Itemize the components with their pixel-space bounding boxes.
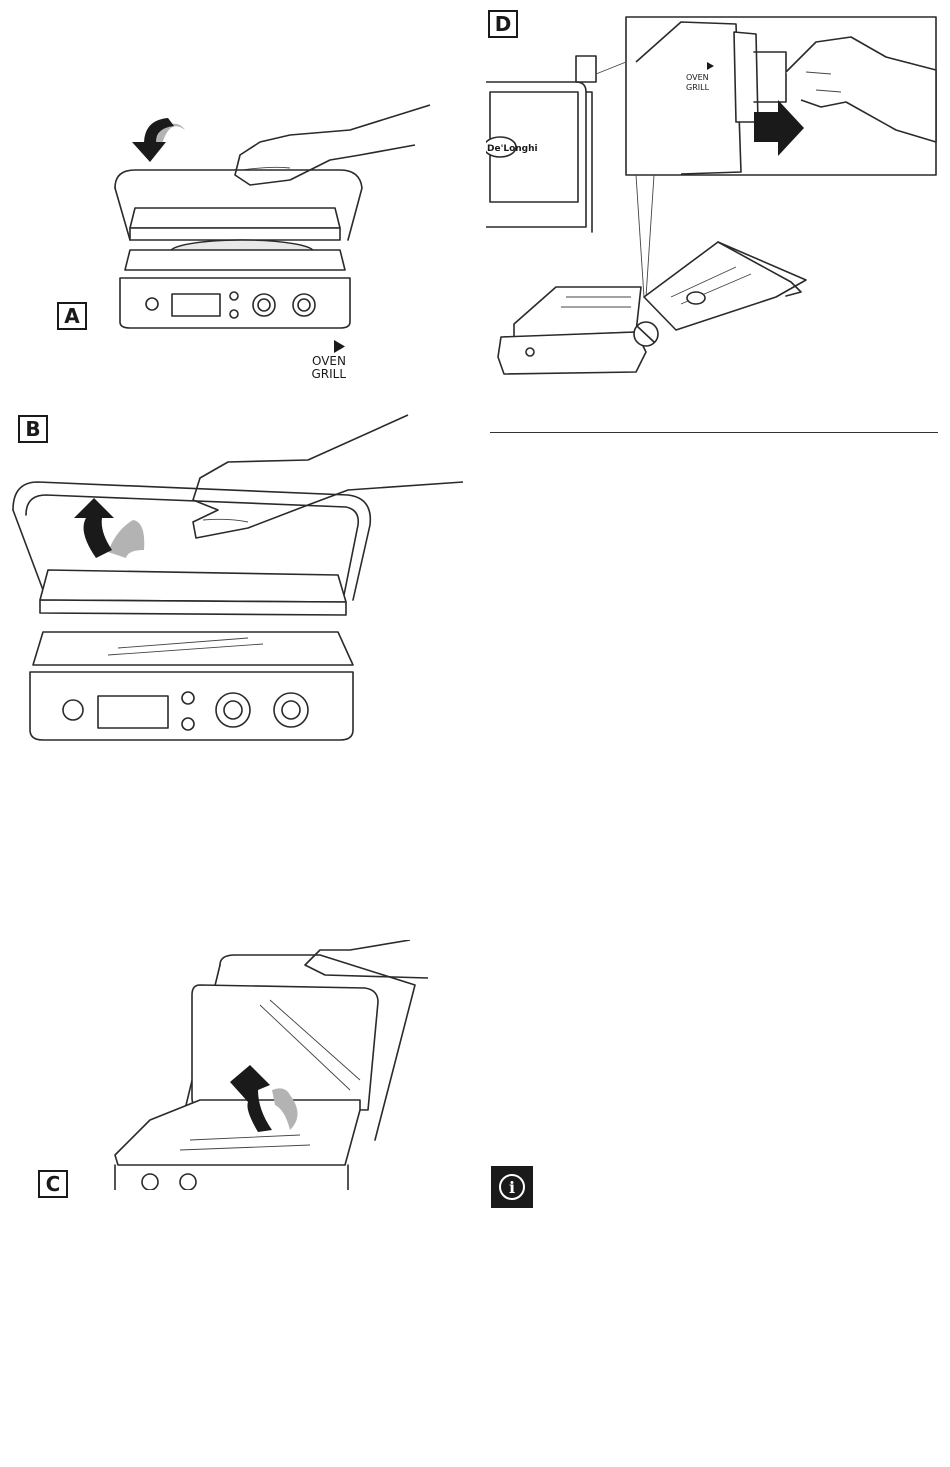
- lower-plate: [514, 287, 641, 337]
- rotate-down-arrow-icon: [132, 118, 174, 162]
- grill-base: [498, 332, 646, 374]
- upper-plate: [40, 570, 346, 602]
- lower-plate: [125, 250, 345, 270]
- brand-logo: De'Longhi: [487, 144, 538, 154]
- open-lid-plate: [644, 242, 806, 330]
- section-divider: [490, 432, 938, 433]
- detail-marking-line1: OVEN: [686, 73, 709, 82]
- hand: [235, 105, 430, 185]
- rotate-up-arrow-icon: [74, 498, 114, 558]
- figure-c-plate-removal: [110, 940, 435, 1190]
- oven-grill-marking-line2: GRILL: [294, 368, 346, 381]
- upper-plate: [130, 208, 340, 228]
- info-icon: i: [491, 1166, 533, 1208]
- play-triangle-icon: [334, 340, 346, 353]
- figure-c-label: C: [38, 1170, 68, 1198]
- figure-a-label: A: [57, 302, 87, 330]
- figure-b-grill-opening: [8, 410, 468, 745]
- detail-marking-line2: GRILL: [686, 83, 710, 92]
- figure-d-hinge-release: De'Longhi OVEN GRILL: [486, 12, 938, 380]
- lower-plate: [115, 1100, 360, 1165]
- oven-grill-marking: OVEN GRILL: [294, 355, 346, 381]
- figure-a-grill-closing: [100, 100, 430, 340]
- lower-plate: [33, 632, 353, 665]
- hand: [305, 940, 428, 978]
